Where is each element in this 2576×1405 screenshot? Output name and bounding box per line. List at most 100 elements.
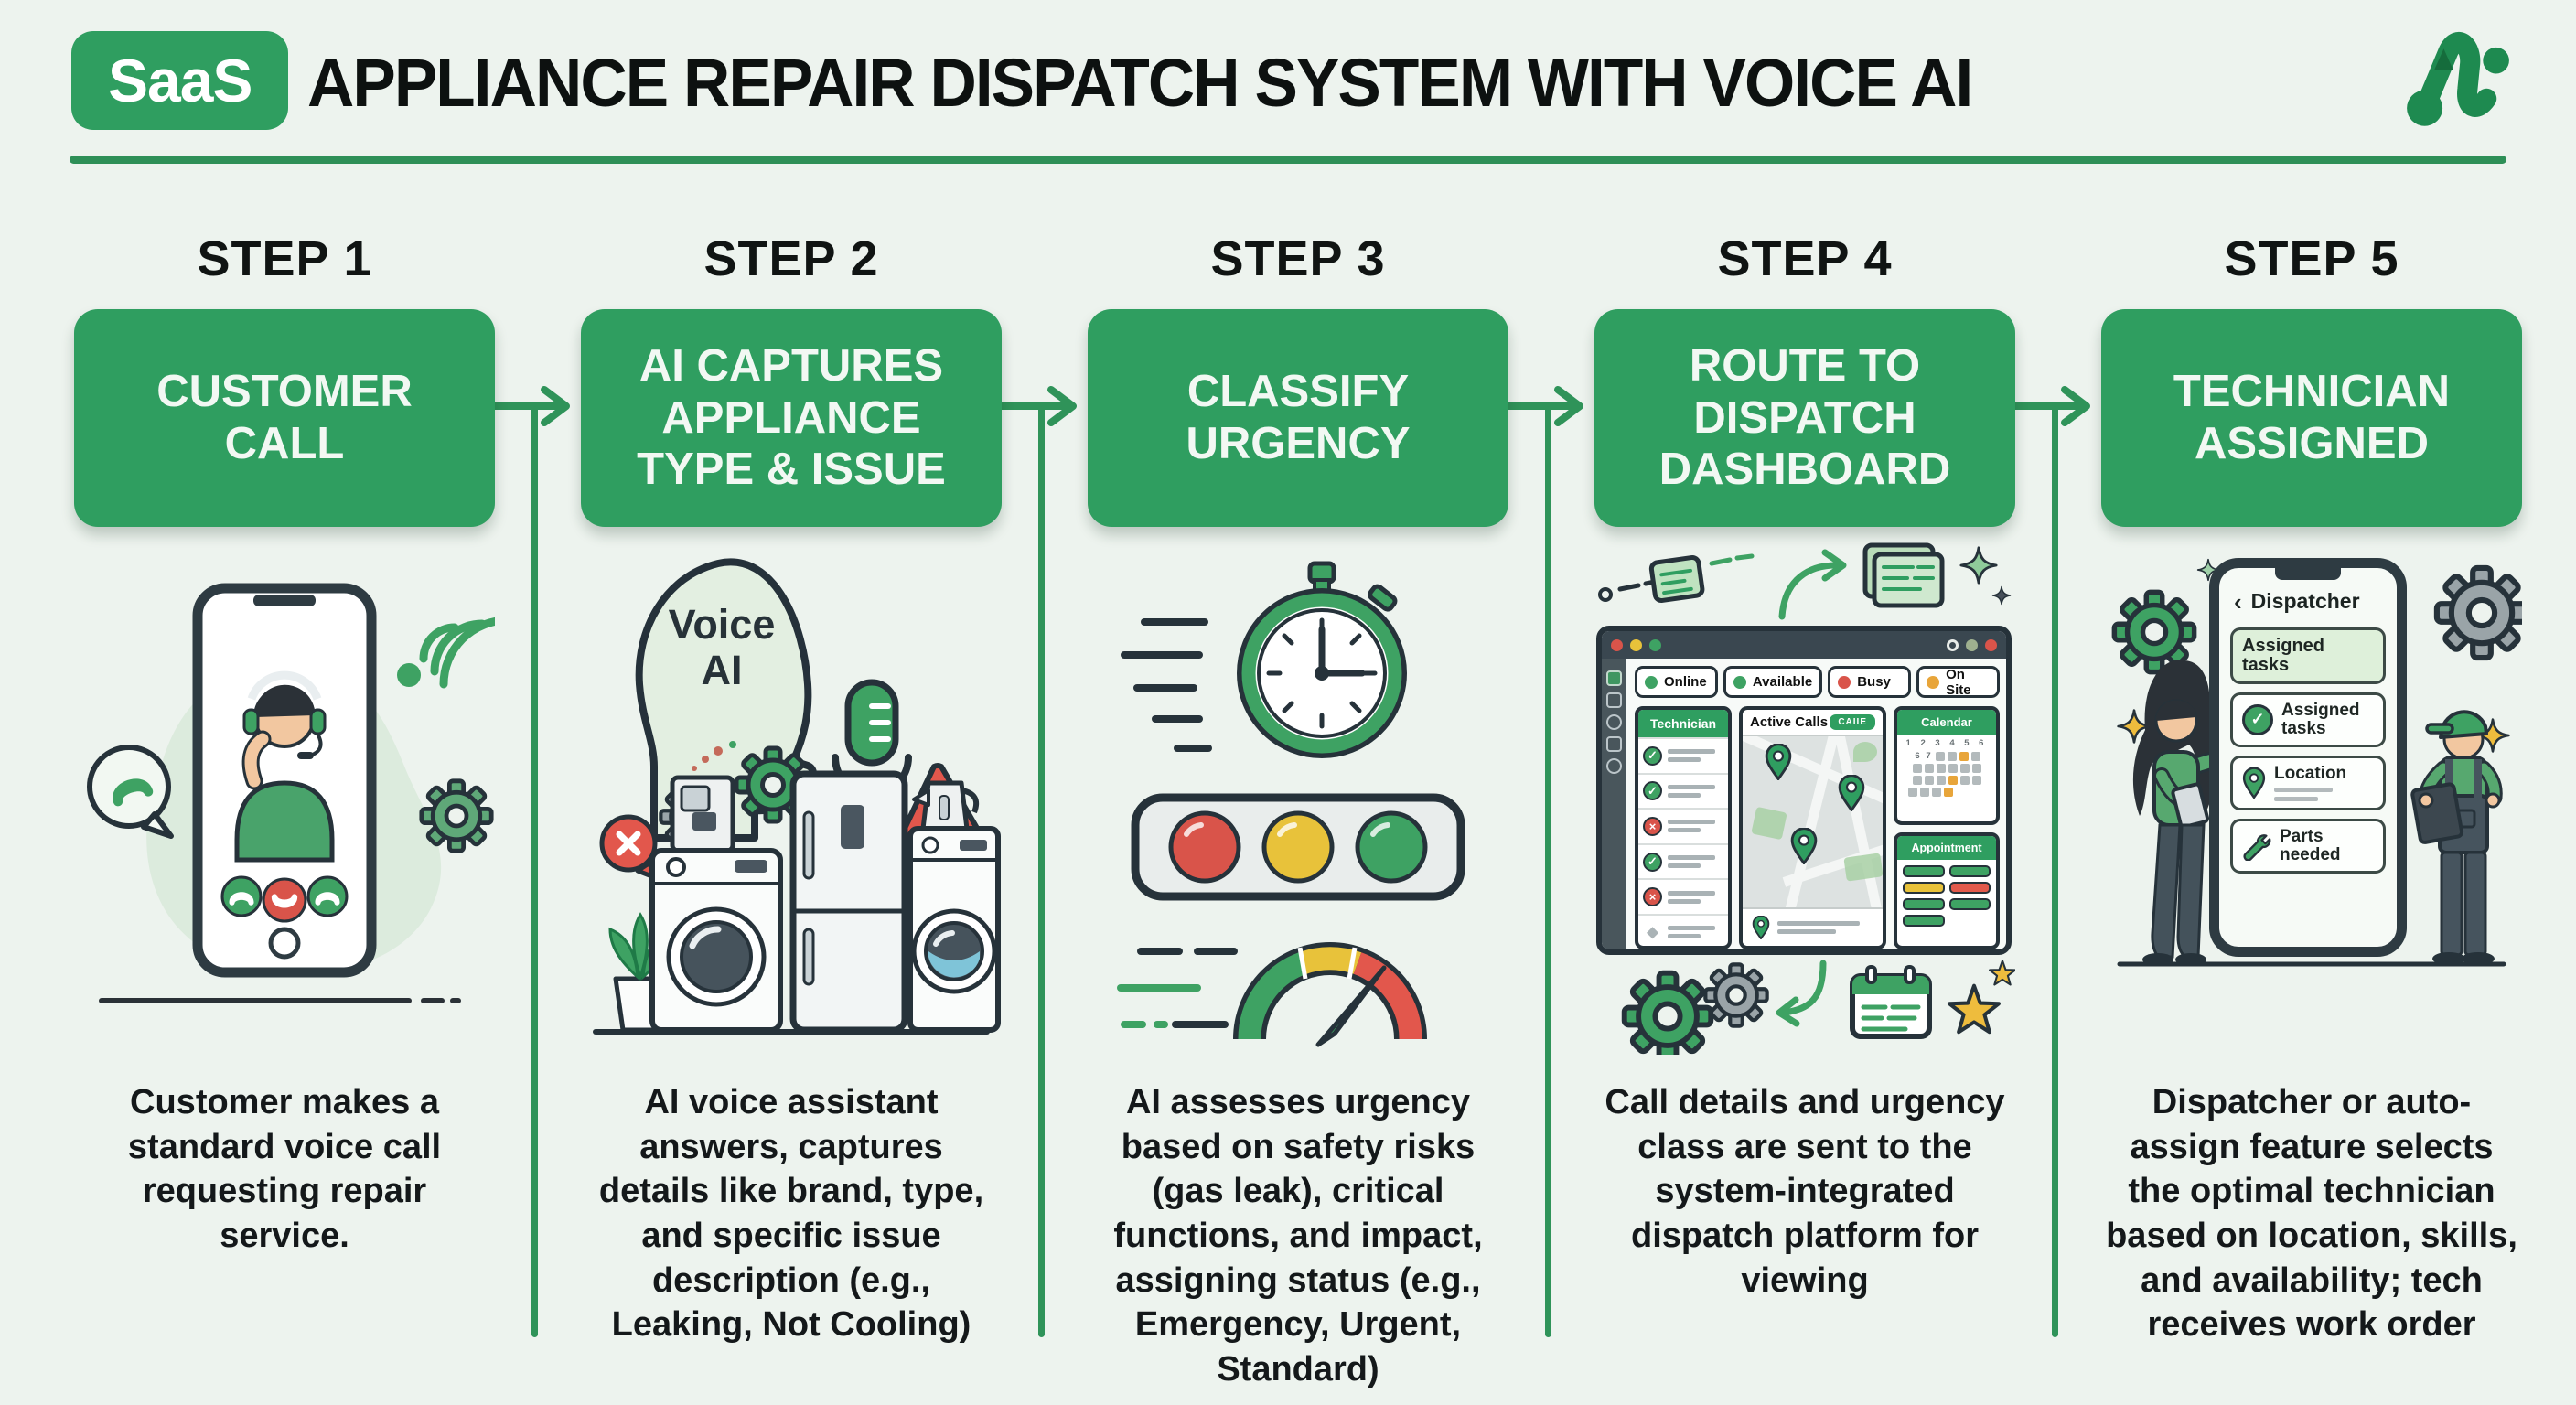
titlebar-dot	[1985, 638, 1997, 651]
calendar-row[interactable]	[1902, 764, 1991, 773]
step-4-label: STEP 4	[1717, 231, 1893, 286]
step-2-column: STEP 2 AI CAPTURES APPLIANCE TYPE & ISSU…	[581, 231, 1002, 1347]
home-button	[268, 927, 301, 960]
stopwatch-icon	[1121, 561, 1407, 758]
step-1-description: Customer makes a standard voice call req…	[127, 1083, 442, 1255]
map-pin-icon	[1790, 828, 1818, 864]
gear-icon	[2437, 568, 2522, 658]
dryer-and-kettle	[907, 780, 1001, 1033]
step-3-illustration	[1088, 538, 1508, 1055]
check-icon: ✓	[1643, 781, 1662, 801]
step-1-illustration	[74, 538, 495, 1055]
wifi-icon	[419, 617, 495, 689]
calendar-icon	[1850, 965, 1932, 1039]
flow-arrow	[1499, 386, 1583, 426]
status-pill-online[interactable]: Online	[1635, 666, 1718, 698]
call-buttons	[220, 875, 349, 923]
phone-screen-title: Dispatcher	[2250, 589, 2360, 613]
dashboard-sidebar	[1602, 659, 1626, 949]
technician-person	[2410, 710, 2503, 965]
appointment-bar[interactable]	[1948, 882, 1991, 894]
technician-row[interactable]: ×	[1638, 878, 1728, 914]
calendar-row[interactable]	[1902, 776, 1991, 785]
pin-icon	[2242, 767, 2266, 799]
appointment-bar[interactable]	[1948, 898, 1991, 910]
technician-row[interactable]: ✓	[1638, 737, 1728, 773]
technician-row[interactable]: ✓	[1638, 842, 1728, 879]
flow-arrow	[486, 386, 570, 426]
step-2-label: STEP 2	[703, 231, 879, 286]
dispatch-dashboard-window: Online Available Busy On Site Technician…	[1596, 626, 2012, 955]
status-pill-available[interactable]: Available	[1723, 666, 1823, 698]
urgency-illustration	[1117, 561, 1465, 1047]
diamond-icon: ◆	[1647, 925, 1658, 941]
active-calls-badge[interactable]: CAIIE	[1830, 714, 1875, 730]
call-agent	[234, 670, 335, 863]
sparkle-icon	[1959, 546, 1998, 585]
washing-machine	[649, 775, 783, 1033]
step-3-box: CLASSIFY URGENCY	[1088, 309, 1508, 527]
status-pill-onsite[interactable]: On Site	[1916, 666, 2000, 698]
dashboard-top-decoration	[1598, 542, 2012, 620]
appointment-header: Appointment	[1897, 836, 1996, 860]
curved-arrow-icon	[1778, 562, 1840, 620]
titlebar-dot	[1966, 638, 1978, 651]
step-2-description: AI voice assistant answers, captures det…	[598, 1083, 984, 1345]
step-1-label: STEP 1	[197, 231, 372, 286]
step-3-description: AI assesses urgency based on safety risk…	[1113, 1083, 1483, 1389]
location-card[interactable]: Location	[2230, 755, 2386, 810]
calendar-row[interactable]: 6 7	[1902, 751, 1991, 761]
dashboard-bottom-decoration	[1594, 960, 2015, 1055]
header-divider	[70, 156, 2506, 164]
map-pin-icon	[1838, 775, 1865, 811]
technician-row[interactable]: ◆	[1638, 913, 1728, 946]
technician-header: Technician	[1638, 710, 1728, 737]
appointment-bar[interactable]	[1903, 898, 1945, 910]
window-minimize-icon[interactable]	[1630, 638, 1642, 651]
appointment-bar[interactable]	[1903, 865, 1945, 877]
traffic-light-icon	[1131, 793, 1465, 901]
assigned-tasks-button[interactable]: Assigned tasks	[2230, 627, 2386, 684]
step-5-box: TECHNICIAN ASSIGNED	[2101, 309, 2522, 527]
dashboard-titlebar	[1602, 631, 2006, 659]
appointment-bar[interactable]	[1903, 882, 1945, 894]
sidebar-icon[interactable]	[1606, 692, 1622, 708]
sidebar-icon[interactable]	[1606, 736, 1622, 752]
appointment-bar[interactable]	[1948, 865, 1991, 877]
dispatch-map[interactable]	[1743, 735, 1883, 909]
customer-call-illustration	[87, 583, 495, 1003]
gear-icon	[1625, 973, 1712, 1055]
back-icon[interactable]: ‹	[2234, 587, 2242, 616]
sidebar-icon[interactable]	[1606, 758, 1622, 774]
assigned-tasks-card[interactable]: ✓ Assigned tasks	[2230, 692, 2386, 747]
flying-doc-icon	[1648, 554, 1705, 603]
step-1-box: CUSTOMER CALL	[74, 309, 495, 527]
appointment-bar[interactable]	[1903, 915, 1945, 927]
window-close-icon[interactable]	[1611, 638, 1623, 651]
gauge-icon	[1117, 942, 1427, 1047]
documents-icon	[1862, 542, 1945, 608]
gear-icon	[2114, 592, 2194, 671]
technician-row[interactable]: ×	[1638, 808, 1728, 843]
sidebar-icon[interactable]	[1606, 714, 1622, 730]
sparkle-icon	[1991, 585, 2012, 606]
step-1-column: STEP 1 CUSTOMER CALL	[74, 231, 495, 1259]
window-maximize-icon[interactable]	[1649, 638, 1661, 651]
technician-scene	[2101, 558, 2522, 967]
step-5-illustration: ‹ Dispatcher Assigned tasks ✓ Assigned t…	[2101, 538, 2522, 1055]
column-divider	[2052, 406, 2058, 1337]
step-5-label: STEP 5	[2224, 231, 2399, 286]
sidebar-icon[interactable]	[1606, 670, 1622, 686]
status-pill-busy[interactable]: Busy	[1828, 666, 1912, 698]
flow-arrow	[993, 386, 1077, 426]
step-5-description: Dispatcher or auto-assign feature select…	[2106, 1083, 2517, 1345]
calendar-week-numbers: 1 2 3 4 5 6	[1905, 738, 1988, 748]
technician-row[interactable]: ✓	[1638, 772, 1728, 809]
step-3-column: STEP 3 CLASSIFY URGENCY	[1088, 231, 1508, 1391]
saas-badge: SaaS	[71, 31, 289, 130]
active-call-row[interactable]	[1743, 909, 1883, 946]
column-divider	[1038, 406, 1045, 1337]
calendar-row[interactable]	[1902, 788, 1991, 797]
parts-needed-card[interactable]: Parts needed	[2230, 818, 2386, 874]
